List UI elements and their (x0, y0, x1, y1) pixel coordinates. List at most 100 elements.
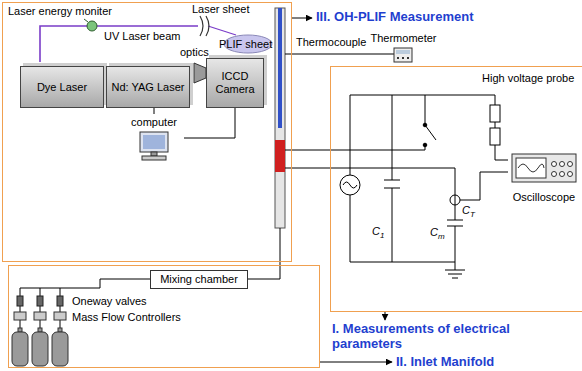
heading-pointer (385, 312, 386, 320)
gas-cylinder (12, 332, 28, 366)
heading-pointer (292, 18, 392, 362)
beam-label: UV Laser beam (104, 30, 180, 43)
oneway-valve (17, 296, 63, 306)
thermo-icon-part (396, 50, 410, 54)
circuit-wire (350, 95, 495, 96)
scope-icon-part (560, 162, 565, 167)
component-label: PLIF sheet (219, 38, 272, 51)
mixing-chamber-box: Mixing chamber (150, 270, 248, 289)
scope-icon-part (512, 154, 576, 182)
sheet-optics (206, 16, 209, 36)
energy-monitor-icon (84, 19, 88, 22)
circuit-symbol (340, 175, 360, 195)
circuit-symbol (490, 105, 500, 122)
oneway-valve (17, 296, 23, 306)
monitor-icon-part (151, 152, 157, 156)
section-region: I. Measurements of electrical parameters… (330, 66, 582, 312)
scope-icon-part (518, 164, 544, 172)
circuit-symbol (343, 182, 357, 188)
camera-lens (194, 63, 206, 83)
scope-icon-part (516, 158, 546, 178)
laser-box: Nd: YAG Laser (106, 66, 190, 108)
thermometer-icon: Thermometer (366, 30, 441, 64)
energy-monitor-icon (84, 19, 97, 31)
node-text: Dye Laser (37, 81, 87, 94)
component-label: Laser sheet (192, 3, 249, 16)
mass-flow-controller (14, 312, 26, 320)
scope-icon-part (568, 172, 573, 177)
component-label: Mass Flow Controllers (72, 311, 181, 324)
node-text: Mixing chamber (160, 273, 238, 286)
thermo-icon-part (407, 57, 409, 59)
cable-connector (154, 108, 155, 114)
circuit-symbol (340, 105, 500, 205)
gas-line (20, 228, 280, 328)
camera-box: ICCD Camera (206, 58, 264, 108)
circuit-wire (384, 95, 400, 262)
oscilloscope-box: Oscilloscope (508, 150, 580, 206)
component-label: High voltage probe (482, 72, 574, 85)
gas-line (20, 306, 60, 312)
gas-cylinder (58, 328, 62, 332)
component-label: Laser energy moniter (8, 5, 112, 18)
sheet-optics (200, 16, 209, 36)
sheet-optics (200, 16, 203, 36)
oneway-valve (57, 296, 63, 306)
reactor-tube (275, 8, 285, 228)
gas-line (20, 279, 150, 288)
gas-cylinder (52, 332, 68, 366)
node-text: ICCD Camera (210, 70, 260, 95)
circuit-symbol (450, 195, 460, 205)
gas-line (20, 288, 60, 296)
reactor-tube (275, 8, 285, 228)
energy-monitor-icon (87, 21, 97, 31)
circuit-wire (445, 262, 465, 278)
reactor-tube (275, 140, 285, 172)
node-text: Oscilloscope (513, 191, 575, 204)
heading-pointer (320, 362, 392, 363)
computer-icon: computer (124, 114, 184, 162)
thermocouple-wire (285, 54, 394, 55)
component-symbol-label: Cm (430, 226, 445, 241)
gas-cylinder (32, 332, 48, 366)
oneway-valve (37, 296, 43, 306)
uv-laser-beam (40, 26, 236, 62)
thermo-icon-part (394, 48, 412, 62)
node-text: Thermometer (370, 32, 436, 45)
scope-icon-part (552, 172, 557, 177)
scope-icon-part (552, 162, 557, 167)
monitor-icon-part (140, 132, 168, 152)
circuit-wire (285, 95, 436, 150)
component-label: Oneway valves (72, 295, 147, 308)
laser-box: Dye Laser (20, 66, 104, 108)
circuit-symbol (490, 128, 500, 145)
gas-line (248, 228, 280, 279)
circuit-wire (460, 172, 508, 200)
node-text: computer (131, 116, 177, 129)
circuit-wire (285, 95, 508, 278)
component-label: Thermocouple (296, 36, 366, 49)
uv-laser-beam (208, 26, 236, 35)
section-heading: II. Inlet Manifold (396, 355, 494, 370)
mass-flow-controller (34, 312, 46, 320)
section-heading: I. Measurements of electrical parameters (332, 322, 560, 352)
uv-laser-beam (40, 26, 198, 62)
gas-cylinder (12, 328, 68, 366)
reactor-tube (278, 8, 282, 128)
section-heading: III. OH-PLIF Measurement (316, 10, 473, 25)
thermo-icon-part (402, 57, 404, 59)
thermo-icon-part (397, 57, 399, 59)
gas-line (20, 320, 60, 328)
node-text: Nd: YAG Laser (112, 81, 185, 94)
mass-flow-controller (54, 312, 66, 320)
scope-icon-part (560, 172, 565, 177)
scope-icon-part (568, 162, 573, 167)
circuit-symbol (423, 123, 427, 127)
monitor-icon-part (143, 135, 165, 149)
cable-connector (184, 108, 235, 138)
mass-flow-controller (14, 312, 66, 320)
component-symbol-label: C1 (372, 225, 384, 240)
circuit-symbol (423, 143, 427, 147)
circuit-wire (350, 262, 455, 263)
gas-cylinder (38, 328, 42, 332)
